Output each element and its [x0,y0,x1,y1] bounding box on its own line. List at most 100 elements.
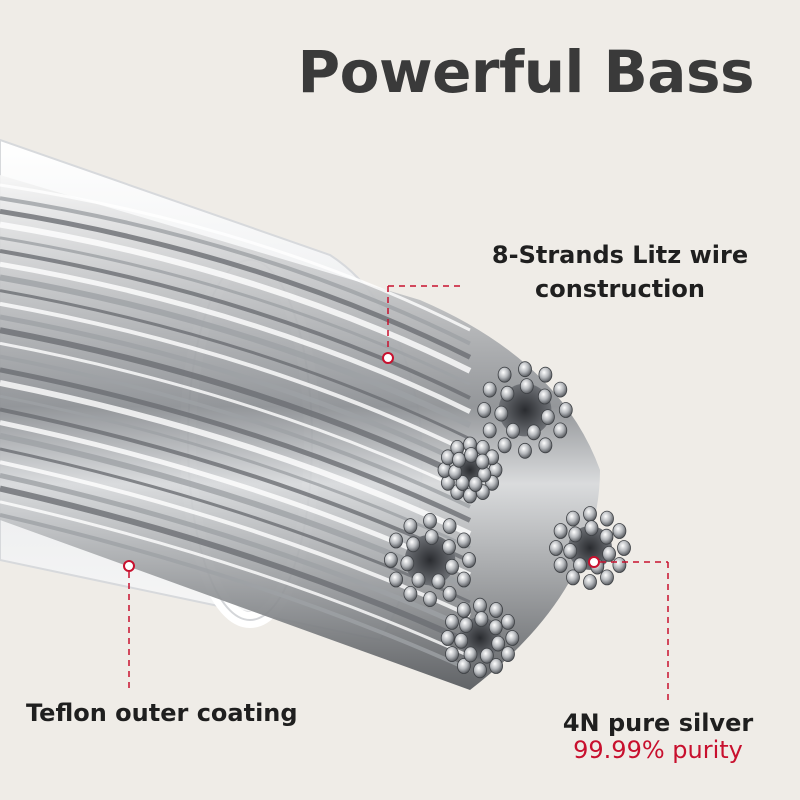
strand-end [553,381,568,398]
litz-wire-label: 8-Strands Litz wire construction [470,238,770,306]
strand-end [482,381,497,398]
strand-end [500,385,515,402]
strand-end [473,597,487,614]
wire-strand [0,367,472,523]
strand-end [459,617,474,633]
strand-end [456,571,471,588]
strand-end [501,646,515,662]
strand-end [456,602,471,618]
wire-strand [0,236,471,386]
strand-end [475,453,490,470]
silver-label: 4N pure silver [562,709,754,737]
wire-strand [0,500,471,658]
strand-end [553,557,568,573]
strand-end [599,528,614,545]
strand-end [505,630,520,646]
wire-strand [0,407,471,564]
strand-end [454,632,469,649]
strand-end [442,586,457,602]
strand-end [600,569,614,586]
teflon-callout-dot [123,560,135,572]
litz-callout-line [382,285,462,364]
wire-strand [0,196,471,346]
strand-end [553,523,568,539]
strand-end [464,447,479,463]
strand-end [612,523,627,539]
strand-end [440,630,455,646]
strand-end [518,442,532,459]
strand-end [403,518,418,534]
strand-end [488,619,503,636]
wire-strand [0,354,471,509]
purity-label: 99.99% purity [573,736,743,764]
teflon-label: Teflon outer coating [26,699,298,727]
strand-end [389,532,404,549]
wire-strand [0,380,472,537]
strand-end [477,402,492,418]
strand-end [526,424,541,441]
wire-strand [0,221,472,374]
wire-strand [0,472,472,632]
strand-end [563,543,578,559]
wire-strand [0,485,472,646]
strand-end [479,647,494,664]
strand-ends [383,361,631,679]
strand-end [423,591,437,607]
strand-end [403,586,418,602]
strand-end [553,422,568,439]
strand-end [468,476,483,492]
strand-end [452,451,466,468]
wire-strand [0,274,472,428]
strand-end [584,520,599,536]
strand-end [583,574,597,590]
strand-end [541,409,555,426]
strand-end [558,402,573,418]
silver-callout-dot [588,556,600,568]
strand-end [489,658,504,674]
strand-end [568,526,583,543]
strand-end [456,658,471,674]
strand-end [497,366,512,383]
silver-callout-line [588,556,669,700]
strand-end [519,378,534,395]
strand-end [538,437,553,454]
strand-end [424,529,439,545]
strand-end [473,662,487,679]
strand-end [423,513,437,529]
strand-end [411,572,426,588]
wire-strand [0,513,471,672]
litz-wire-label-line2: construction [535,275,705,303]
wire-strand [0,327,472,483]
wire-strand [0,301,471,455]
strand-end [549,540,563,556]
strand-end [455,475,470,491]
strand-end [389,571,404,588]
strand-end [518,361,532,378]
strand-end [445,614,459,630]
strand-end [573,557,587,574]
strand-end [462,552,477,568]
strand-end [431,573,446,590]
wire-strand [0,208,472,360]
strand-end [506,422,520,439]
strand-end [442,539,456,555]
strand-end [566,510,580,527]
strand-end [445,558,459,575]
strand-end [602,546,616,562]
strand-end [489,602,504,618]
strand-end [583,506,597,522]
strand-end [612,557,627,573]
strand-end [463,646,478,663]
strand-end [501,614,515,630]
strand-end [442,518,457,534]
litz-wire-label-line1: 8-Strands Litz wire [491,241,749,269]
strand-end [400,555,415,572]
strand-end [406,536,421,553]
strand-end [566,569,580,586]
strand-end [482,422,497,439]
strand-end [491,635,506,652]
strand-end [383,552,398,568]
wire-strand [0,314,472,469]
strand-end [497,437,512,454]
wire-strand [0,249,471,400]
